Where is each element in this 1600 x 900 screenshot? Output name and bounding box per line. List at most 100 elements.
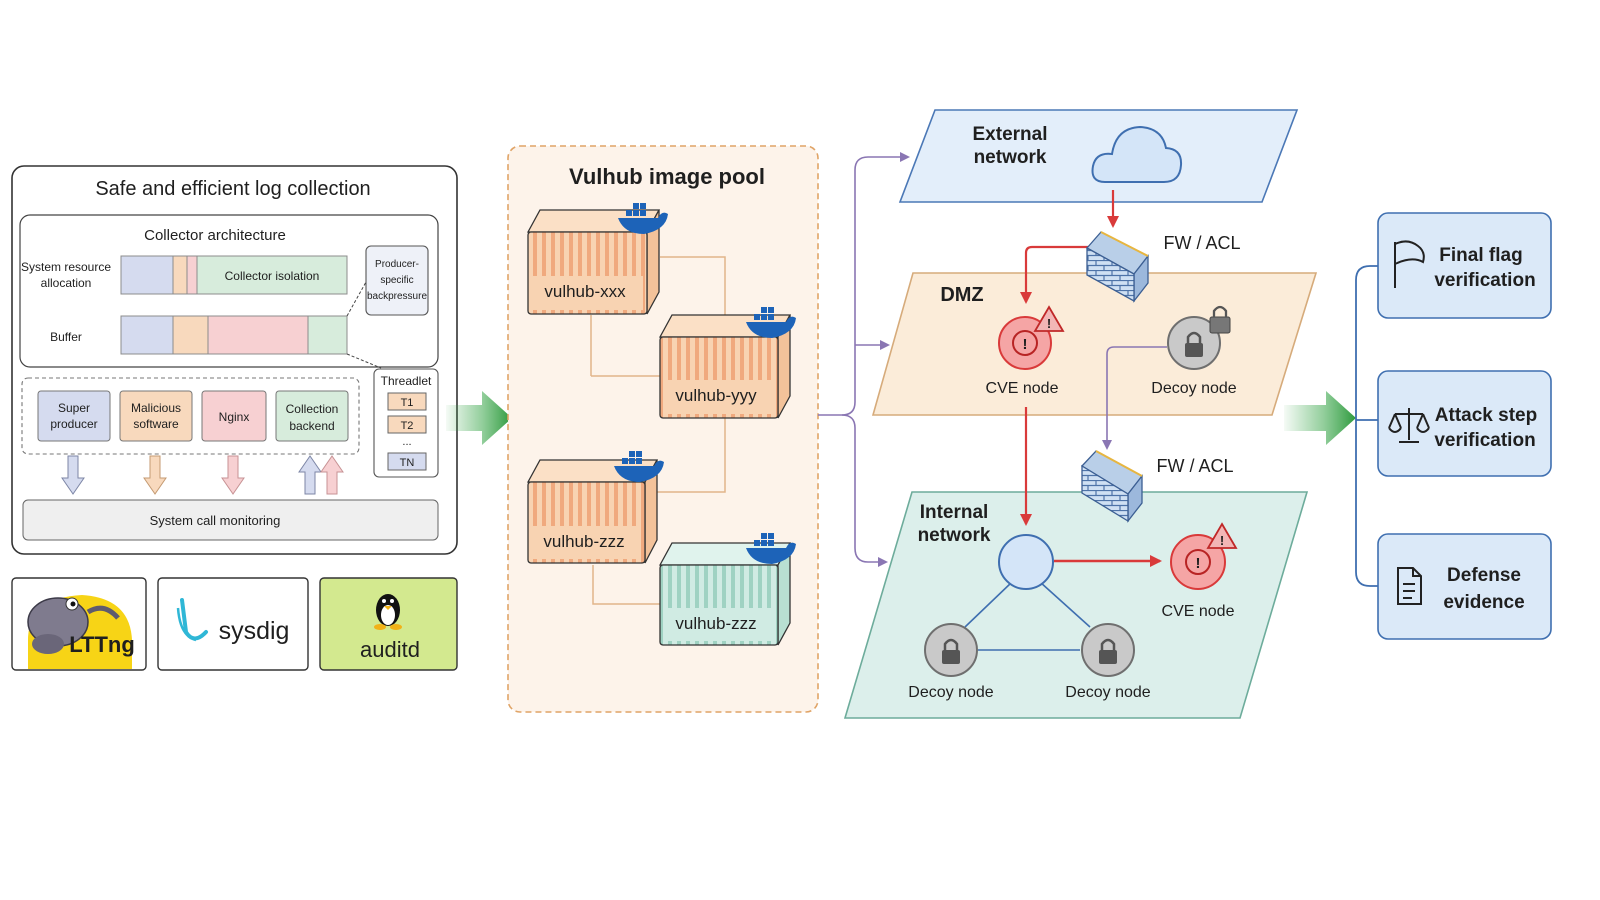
internal-hub-node	[998, 534, 1054, 590]
container-label-3: vulhub-zzz	[543, 532, 624, 551]
docker-icon	[746, 533, 796, 564]
internal-cve-label: CVE node	[1162, 603, 1235, 620]
scales-icon	[1388, 408, 1430, 443]
malicious-line-1: Malicious	[131, 401, 181, 415]
collector-title: Collector architecture	[144, 227, 286, 244]
sysdig-logo: sysdig	[157, 577, 309, 671]
pool-connectors	[590, 256, 726, 605]
syscall-monitoring-label: System call monitoring	[150, 513, 281, 528]
container-vulhub-xxx: vulhub-xxx	[526, 203, 668, 315]
container-label-1: vulhub-xxx	[544, 282, 626, 301]
super-producer-line-1: Super	[58, 401, 90, 415]
backpressure-box	[365, 245, 429, 316]
thread-t1	[387, 392, 427, 411]
lock-icon	[1185, 331, 1203, 357]
attack-arrows	[1020, 190, 1167, 567]
attack-step-line-2: verification	[1434, 430, 1535, 451]
buffer-bar-green	[307, 315, 348, 355]
resource-label-2: allocation	[41, 276, 92, 290]
docker-icon	[746, 307, 796, 338]
final-flag-line-1: Final flag	[1439, 245, 1522, 266]
super-producer-box	[37, 390, 111, 442]
attack-step-card: Attack step verification	[1377, 370, 1552, 477]
document-icon	[1397, 567, 1422, 605]
threadlet-link	[346, 353, 382, 369]
flow-arrow-log-to-pool	[446, 391, 512, 445]
container-vulhub-yyy: vulhub-yyy	[658, 307, 796, 419]
super-producer-line-2: producer	[50, 417, 97, 431]
firewall-middle-icon	[1080, 450, 1143, 523]
internal-cve-node: ! ! CVE node	[1162, 522, 1238, 620]
backpressure-line-1: Producer-	[375, 259, 419, 270]
lttng-logo: LTTng	[11, 577, 147, 671]
alert-icon: !	[1196, 555, 1201, 572]
collector-isolation-bar	[196, 255, 348, 295]
tool-logos: LTTng sysdig auditd	[11, 577, 458, 671]
buffer-bar-pink	[207, 315, 309, 355]
buffer-bar-orange	[172, 315, 209, 355]
auditd-logo: auditd	[319, 577, 458, 671]
internal-decoy-left-label: Decoy node	[908, 684, 993, 701]
nginx-label: Nginx	[219, 410, 250, 424]
defense-evidence-card: Defense evidence	[1377, 533, 1552, 640]
resource-bar-pink	[186, 255, 198, 295]
thread-t2-label: T2	[401, 420, 414, 432]
thread-tn	[387, 452, 427, 471]
collector-isolation-label: Collector isolation	[225, 269, 320, 283]
syscall-monitoring-bar	[22, 499, 439, 541]
arrow-down-blue	[61, 455, 85, 495]
dmz-cve-label: CVE node	[986, 380, 1059, 397]
resource-bar-orange	[172, 255, 188, 295]
internal-links	[964, 581, 1091, 651]
thread-t2	[387, 415, 427, 434]
fw-top-label: FW / ACL	[1163, 233, 1240, 253]
producer-arrows	[61, 455, 344, 495]
flag-icon	[1394, 240, 1425, 288]
container-vulhub-zzz-green: vulhub-zzz	[658, 533, 796, 646]
warning-mark: !	[1220, 533, 1224, 548]
log-collection-panel: Safe and efficient log collection Collec…	[11, 165, 458, 555]
warning-icon	[1033, 305, 1065, 332]
buffer-bar-blue	[120, 315, 174, 355]
internal-decoy-right: Decoy node	[1065, 623, 1151, 701]
thread-t1-label: T1	[401, 397, 414, 409]
backend-line-1: Collection	[286, 402, 339, 416]
external-line-1: External	[973, 124, 1048, 145]
auditd-label: auditd	[360, 637, 420, 662]
nginx-box	[201, 390, 267, 442]
firewall-top-icon	[1085, 231, 1149, 303]
threadlet-box: Threadlet T1 T2 ... TN	[373, 368, 439, 478]
threadlet-title: Threadlet	[381, 374, 432, 388]
internal-decoy-right-label: Decoy node	[1065, 684, 1150, 701]
malicious-software-box	[119, 390, 193, 442]
alert-icon: !	[1023, 336, 1028, 353]
log-panel-title: Safe and efficient log collection	[95, 178, 370, 200]
thread-tn-label: TN	[400, 457, 415, 469]
buffer-label: Buffer	[50, 330, 82, 344]
external-network-zone: External network	[898, 109, 1299, 203]
flow-arrow-network-to-verification	[1284, 391, 1356, 445]
resource-label-1: System resource	[21, 260, 111, 274]
pool-title: Vulhub image pool	[569, 164, 765, 189]
backpressure-line-3: backpressure	[367, 291, 427, 302]
malicious-line-2: software	[133, 417, 179, 431]
arrow-down-orange	[143, 455, 167, 495]
internal-decoy-left: Decoy node	[908, 623, 994, 701]
collection-backend-box	[275, 390, 349, 442]
verification-bracket	[1355, 265, 1378, 587]
arrow-down-pink	[221, 455, 245, 495]
defense-line-2: evidence	[1443, 592, 1524, 613]
container-label-2: vulhub-yyy	[675, 386, 757, 405]
dmz-cve-node: ! ! CVE node	[986, 305, 1065, 397]
container-vulhub-zzz-orange: vulhub-zzz	[526, 451, 664, 564]
resource-bar-blue	[120, 255, 174, 295]
container-label-4: vulhub-zzz	[675, 614, 756, 633]
external-line-2: network	[974, 147, 1047, 168]
backpressure-line-2: specific	[380, 275, 413, 286]
docker-icon	[614, 451, 664, 482]
final-flag-line-2: verification	[1434, 270, 1535, 291]
backpressure-link	[346, 281, 367, 317]
sysdig-label: sysdig	[219, 617, 290, 645]
dmz-decoy-node: Decoy node	[1151, 305, 1237, 397]
